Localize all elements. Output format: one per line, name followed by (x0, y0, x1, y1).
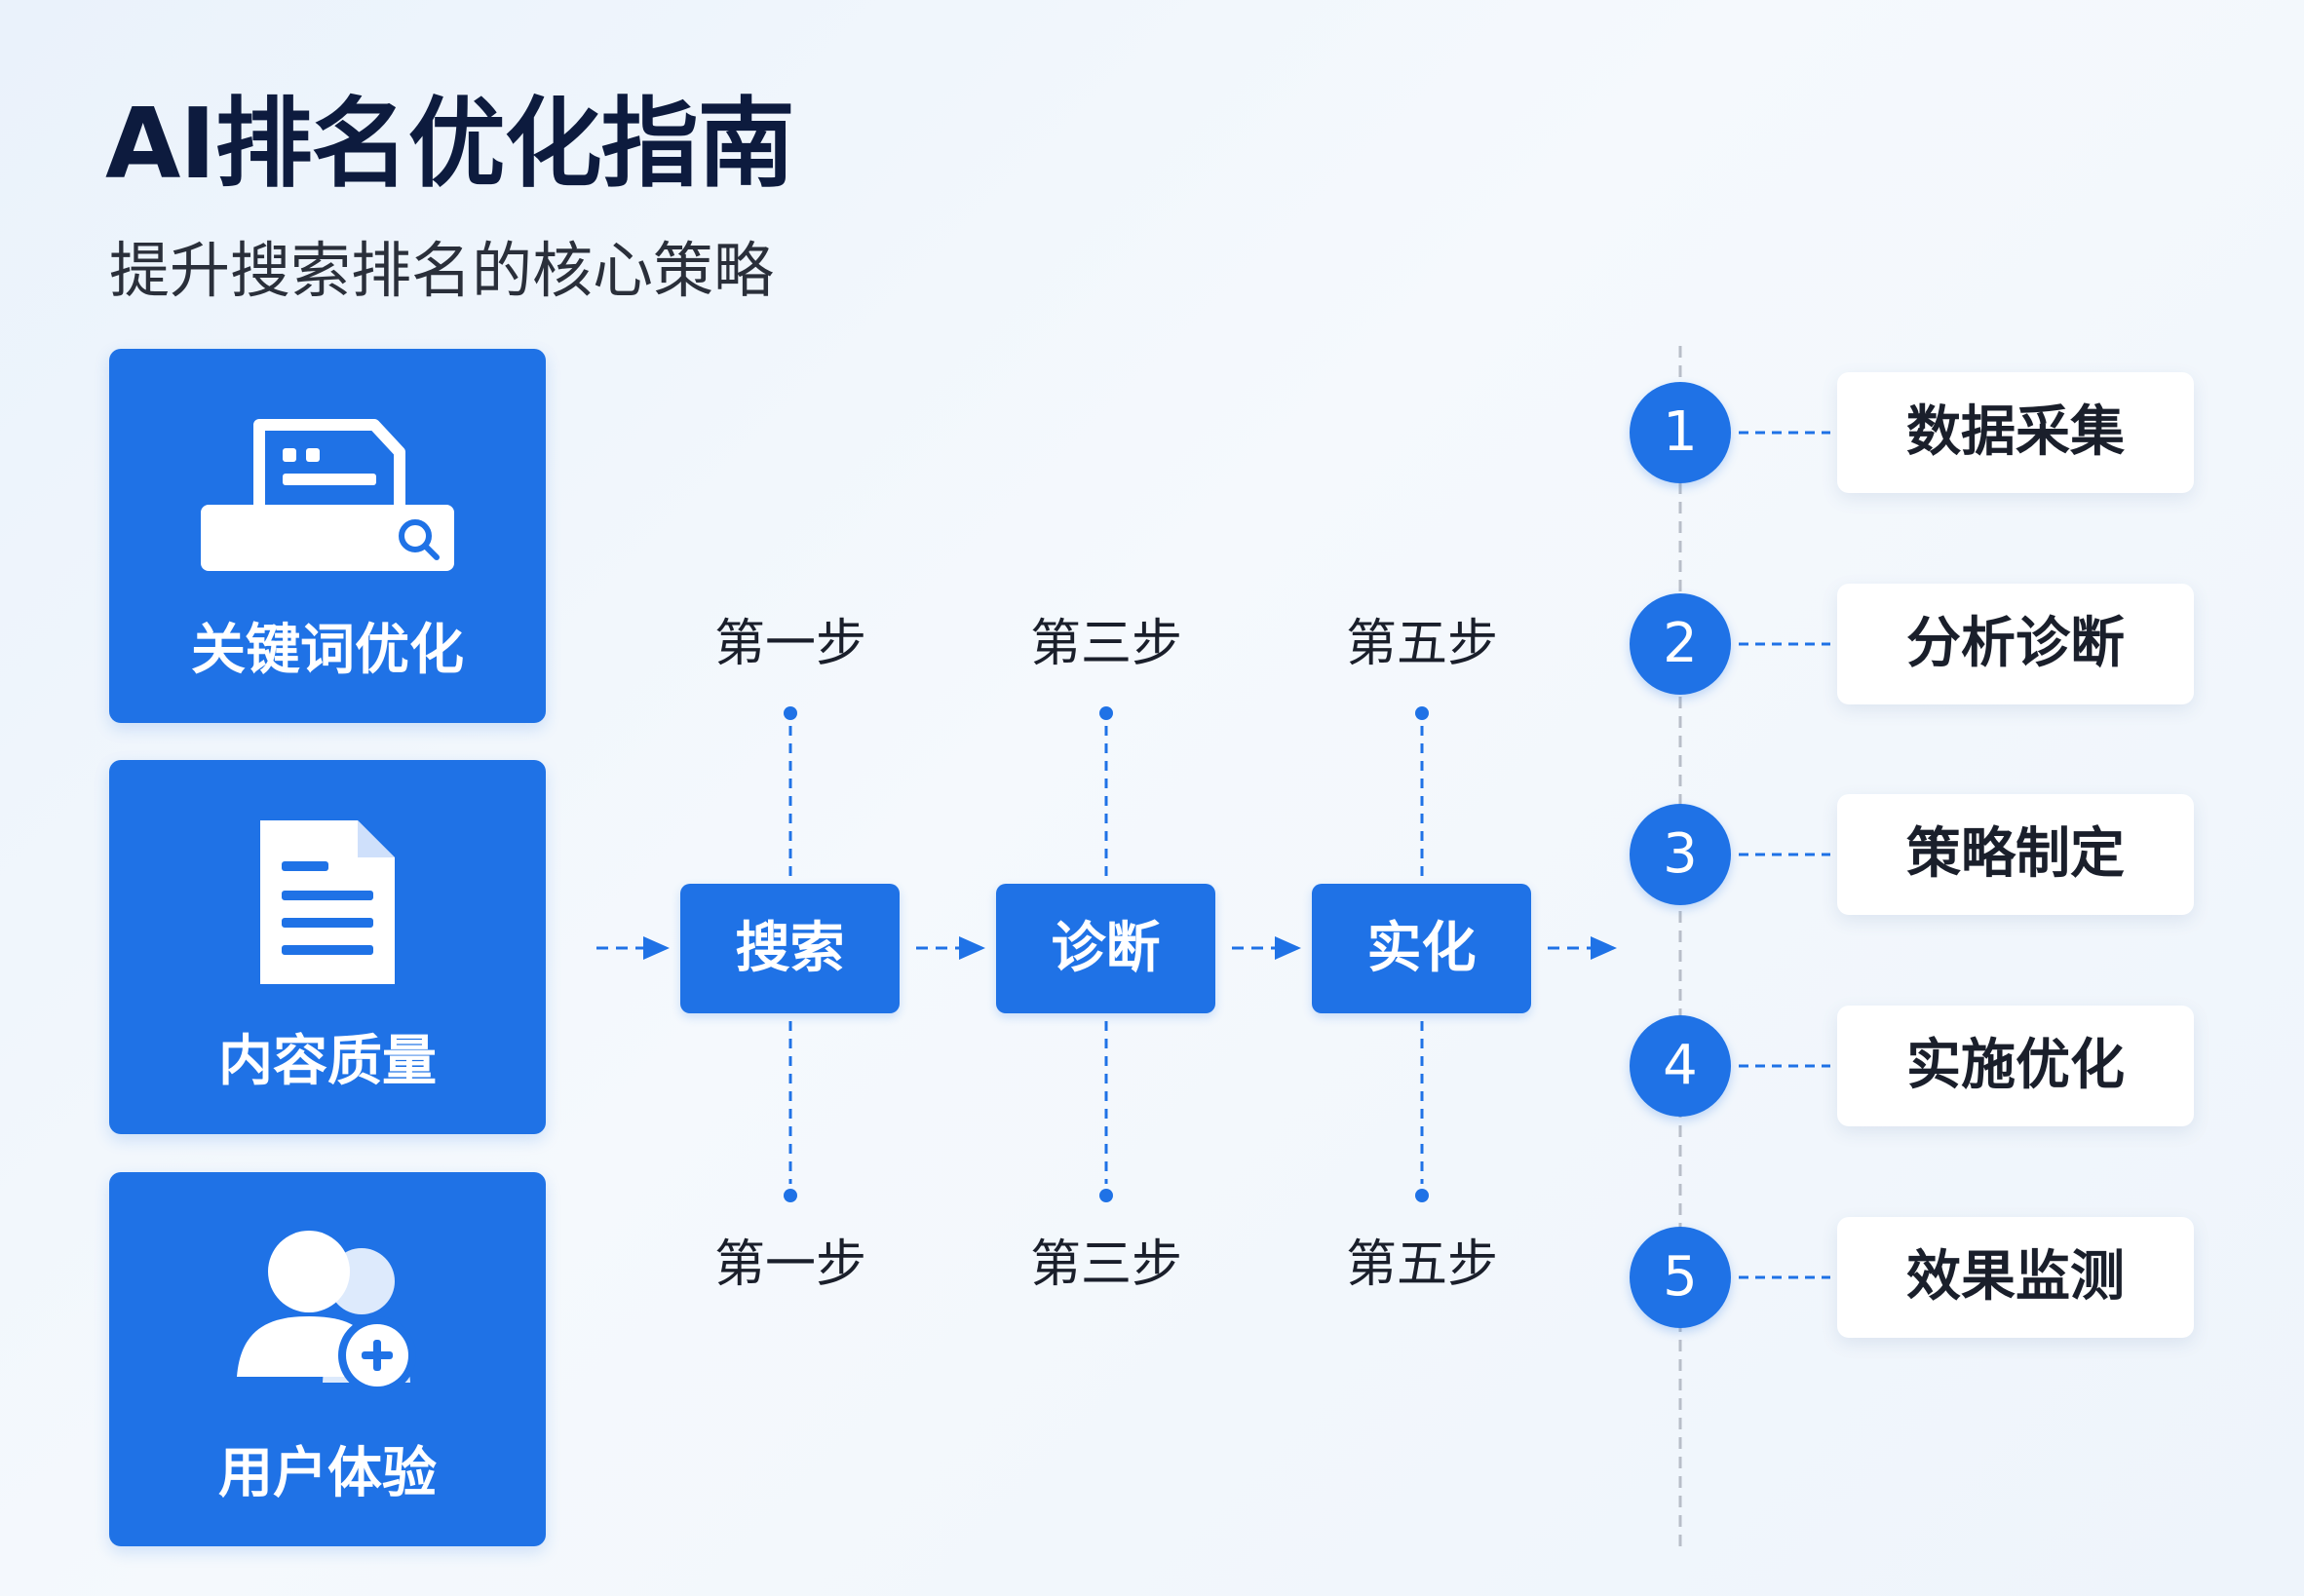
flow-top-label-3: 第五步 (1345, 615, 1498, 673)
flow-box-diagnose[interactable]: 诊断 (996, 884, 1215, 1013)
users-add-icon (109, 1227, 546, 1412)
process-step-analysis[interactable]: 分析诊断 (1837, 584, 2194, 704)
process-step-implementation[interactable]: 实施优化 (1837, 1006, 2194, 1126)
step-number-3: 3 (1630, 804, 1731, 905)
step-number-1: 1 (1630, 382, 1731, 483)
card-keyword-optimization[interactable]: 关键词优化 (109, 349, 546, 723)
flow-top-label-2: 第三步 (1029, 615, 1182, 673)
card-user-experience[interactable]: 用户体验 (109, 1172, 546, 1546)
flow-bottom-label-1: 第一步 (713, 1235, 866, 1294)
process-step-strategy[interactable]: 策略制定 (1837, 794, 2194, 915)
flow-bottom-label-2: 第三步 (1029, 1235, 1182, 1294)
document-icon (109, 815, 546, 1000)
step-number-2: 2 (1630, 593, 1731, 695)
flow-vertical-3 (1415, 706, 1429, 1202)
keyboard-search-icon (109, 403, 546, 589)
step-number-5: 5 (1630, 1227, 1731, 1328)
process-step-monitoring[interactable]: 效果监测 (1837, 1217, 2194, 1338)
step-number-4: 4 (1630, 1015, 1731, 1117)
flow-vertical-1 (784, 706, 797, 1202)
card-label: 内容质量 (218, 1030, 437, 1093)
page-title: AI排名优化指南 (105, 87, 795, 201)
process-step-data-collection[interactable]: 数据采集 (1837, 372, 2194, 493)
card-label: 关键词优化 (191, 619, 464, 682)
flow-box-search[interactable]: 搜索 (680, 884, 900, 1013)
flow-box-implement[interactable]: 实化 (1312, 884, 1531, 1013)
page-subtitle: 提升搜索排名的核心策略 (109, 235, 775, 306)
flow-bottom-label-3: 第五步 (1345, 1235, 1498, 1294)
flow-vertical-2 (1099, 706, 1113, 1202)
card-label: 用户体验 (218, 1442, 437, 1505)
card-content-quality[interactable]: 内容质量 (109, 760, 546, 1134)
flow-top-label-1: 第一步 (713, 615, 866, 673)
